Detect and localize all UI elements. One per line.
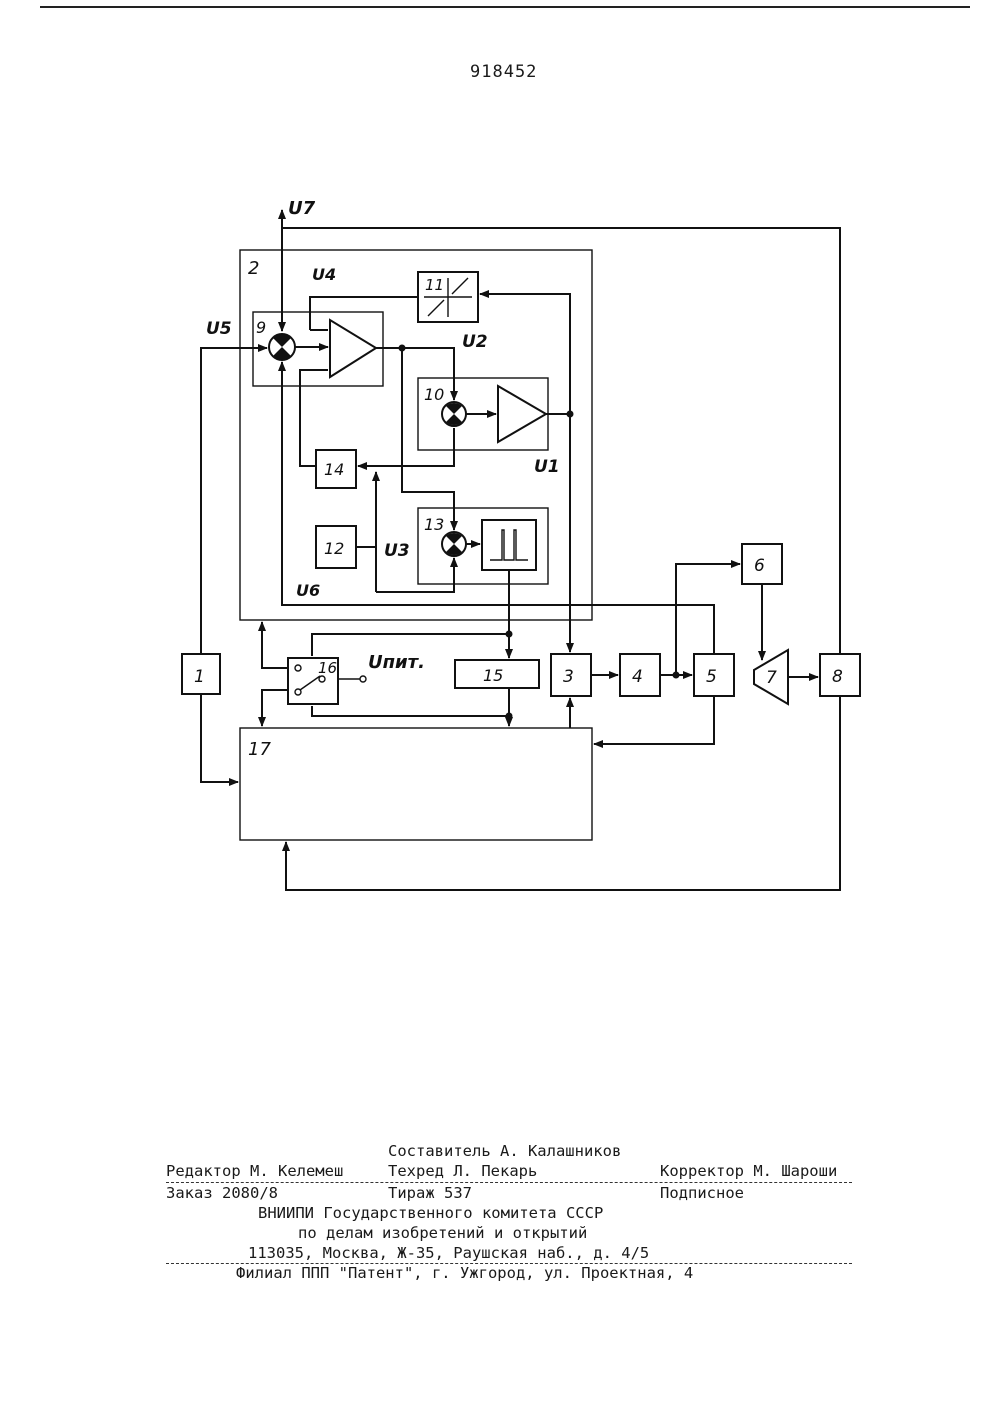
summer-9 [269,334,295,360]
imprint-techred: Техред Л. Пекарь [388,1162,537,1180]
signal-u5: U5 [206,319,232,339]
label-block-4: 4 [632,667,643,687]
signal-u2: U2 [462,332,488,352]
label-block-6: 6 [754,556,765,576]
label-block-15: 15 [483,666,503,685]
imprint-composer: Составитель А. Калашников [388,1142,621,1160]
label-block-9: 9 [256,318,266,337]
label-block-5: 5 [706,667,717,687]
amplifier-10 [498,386,546,442]
signal-u3: U3 [384,541,410,561]
summer-13 [442,532,466,556]
label-block-7: 7 [766,668,777,688]
imprint-org-line1: ВНИИПИ Государственного комитета СССР [258,1204,603,1222]
block-2-frame [240,250,592,620]
label-block-8: 8 [832,667,843,687]
label-block-10: 10 [424,385,444,404]
imprint-corrector: Корректор М. Шароши [660,1162,837,1180]
signal-u7: U7 [288,198,316,219]
amplifier-main [330,320,376,377]
label-block-1: 1 [194,667,205,687]
imprint-address: 113035, Москва, Ж-35, Раушская наб., д. … [248,1244,649,1262]
signal-u1: U1 [534,457,560,477]
label-block-16: 16 [318,659,337,677]
label-block-13: 13 [424,515,444,534]
label-block-3: 3 [563,667,574,687]
signal-u4: U4 [312,265,336,284]
imprint-subscription: Подписное [660,1184,744,1202]
label-block-2: 2 [248,258,259,279]
signal-upit: Uпит. [368,652,425,673]
summer-10 [442,402,466,426]
imprint-circulation: Тираж 537 [388,1184,472,1202]
block-13-pulse [482,520,536,570]
imprint-branch: Филиал ППП "Патент", г. Ужгород, ул. Про… [236,1264,693,1282]
label-block-14: 14 [324,460,344,479]
signal-u6: U6 [296,581,320,600]
block-17 [240,728,592,840]
rule-1 [166,1182,852,1183]
imprint-editor: Редактор М. Келемеш [166,1162,343,1180]
label-block-11: 11 [425,276,444,294]
block-9-frame [253,312,383,386]
imprint-org-line2: по делам изобретений и открытий [298,1224,587,1242]
label-block-12: 12 [324,539,344,558]
label-block-17: 17 [248,739,271,760]
imprint-order: Заказ 2080/8 [166,1184,278,1202]
